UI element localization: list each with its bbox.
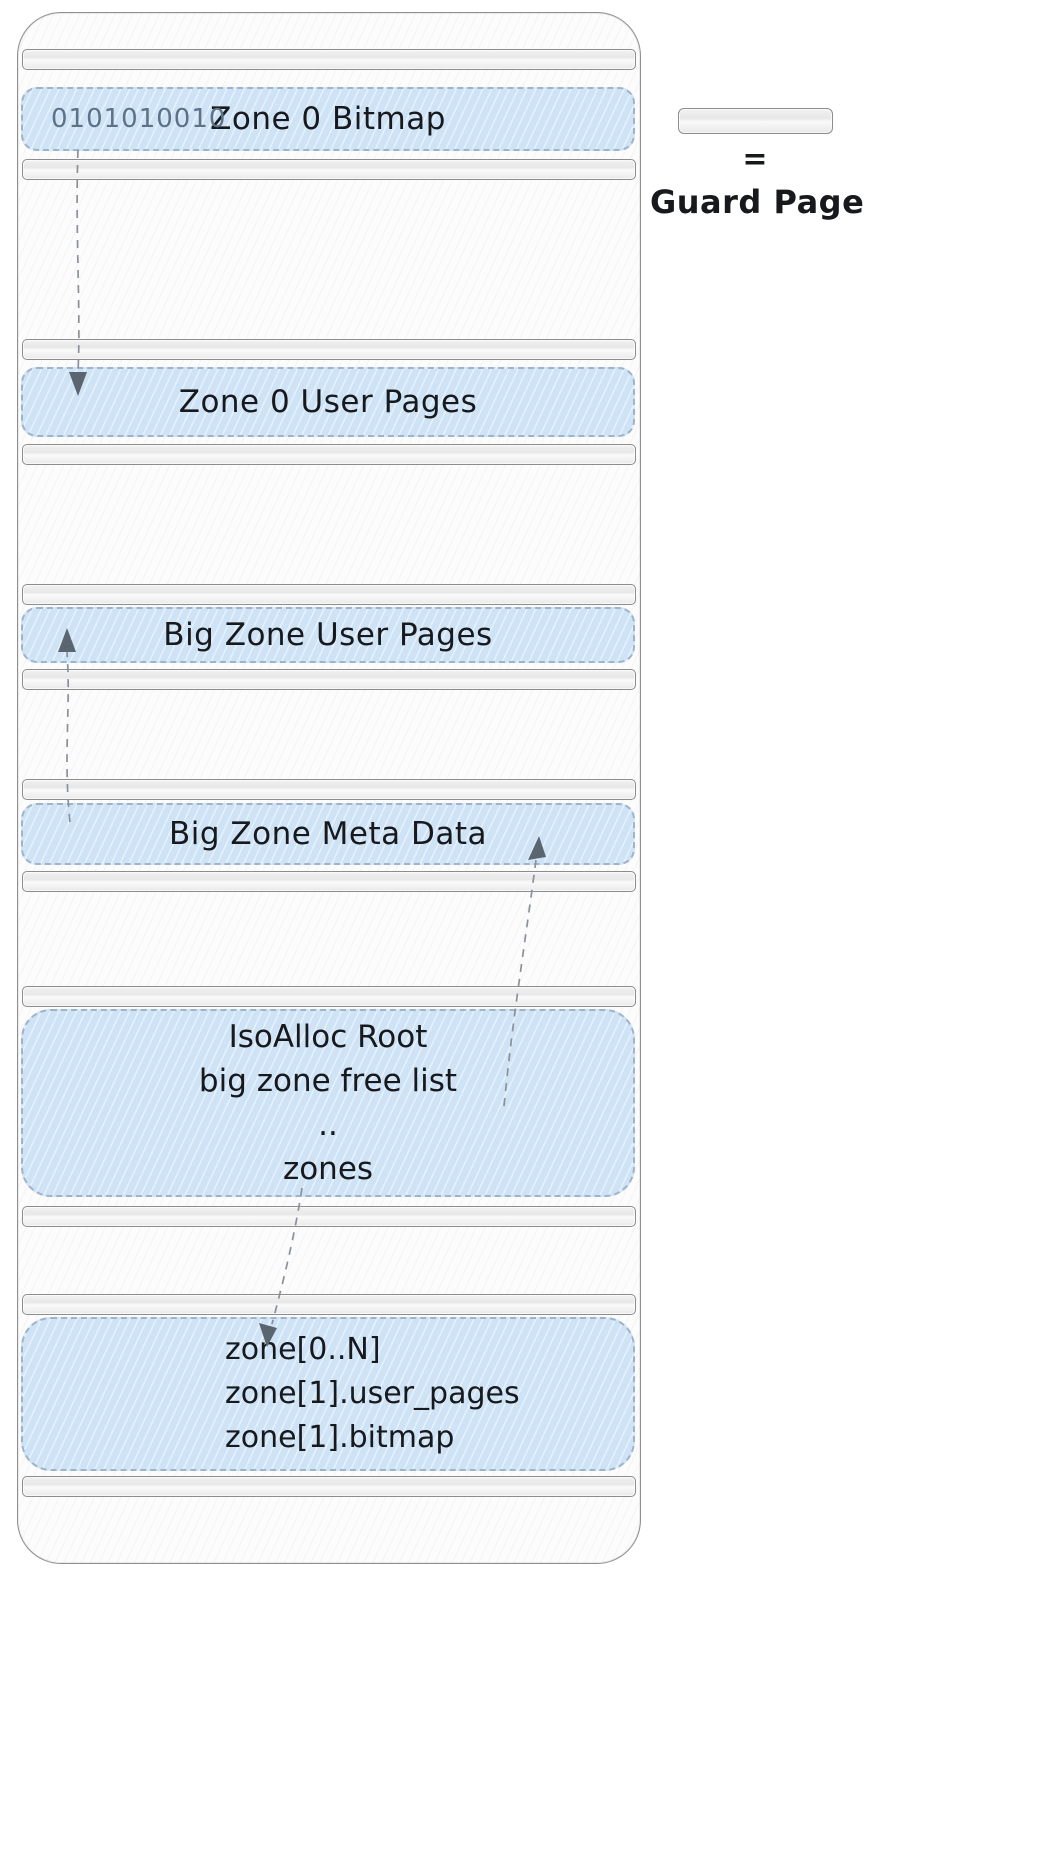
isoalloc-root-text: IsoAlloc Root big zone free list .. zone… (199, 1015, 457, 1191)
zone0-bitmap-region: 0101010010 Zone 0 Bitmap (21, 87, 635, 151)
big-zone-user-pages-label: Big Zone User Pages (163, 617, 493, 653)
guard-page-bar (22, 159, 636, 180)
zone0-user-pages-label: Zone 0 User Pages (178, 384, 478, 420)
zone-array-line: zone[1].bitmap (225, 1420, 455, 1455)
legend-guard-page-bar (677, 108, 833, 134)
isoalloc-root-line: IsoAlloc Root (228, 1019, 428, 1055)
guard-page-bar (22, 1294, 636, 1315)
memory-map-container: 0101010010 Zone 0 Bitmap Zone 0 User Pag… (17, 12, 641, 1564)
legend-guard-page-label: Guard Page (650, 183, 865, 221)
guard-page-bar (22, 986, 636, 1007)
big-zone-user-pages-region: Big Zone User Pages (21, 607, 635, 663)
guard-page-bar (22, 871, 636, 892)
zone-array-line: zone[1].user_pages (225, 1376, 520, 1411)
guard-page-bar (22, 1206, 636, 1227)
isoalloc-root-line: zones (282, 1151, 374, 1187)
guard-page-bar (22, 779, 636, 800)
guard-page-bar (22, 339, 636, 360)
zone0-bitmap-label: Zone 0 Bitmap (210, 101, 446, 137)
guard-page-bar (22, 584, 636, 605)
guard-page-bar (22, 669, 636, 690)
zone-array-line: zone[0..N] (225, 1332, 381, 1367)
legend: = Guard Page (650, 108, 865, 221)
bitmap-bits-label: 0101010010 (51, 104, 227, 134)
isoalloc-root-region: IsoAlloc Root big zone free list .. zone… (21, 1009, 635, 1197)
zone0-user-pages-region: Zone 0 User Pages (21, 367, 635, 437)
big-zone-meta-data-label: Big Zone Meta Data (168, 816, 488, 852)
guard-page-bar (22, 444, 636, 465)
guard-page-bar (22, 1476, 636, 1497)
big-zone-meta-data-region: Big Zone Meta Data (21, 803, 635, 865)
legend-equals-sign: = (742, 142, 768, 177)
zone-array-region: zone[0..N] zone[1].user_pages zone[1].bi… (21, 1317, 635, 1471)
isoalloc-root-line: .. (318, 1107, 338, 1143)
guard-page-bar (22, 49, 636, 70)
zone-array-text: zone[0..N] zone[1].user_pages zone[1].bi… (23, 1328, 633, 1460)
isoalloc-root-line: big zone free list (198, 1063, 458, 1099)
